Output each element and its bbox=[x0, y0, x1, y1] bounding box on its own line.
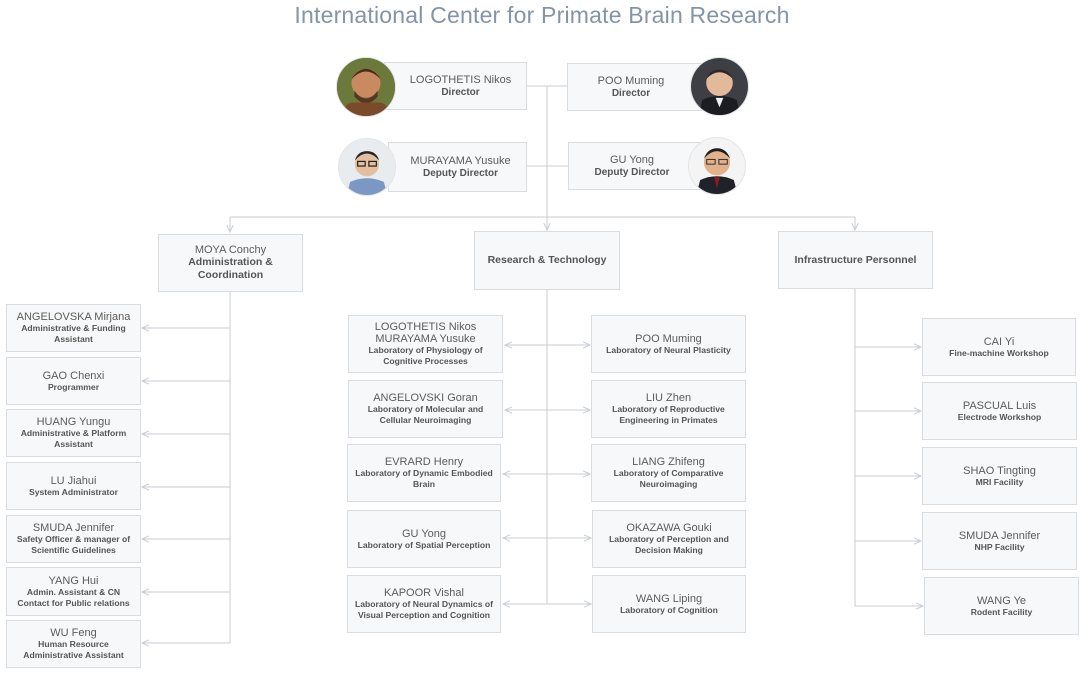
person-photo-icon bbox=[336, 57, 396, 117]
admin-card-1[interactable]: GAO Chenxi Programmer bbox=[6, 357, 141, 405]
person-name: POO Muming bbox=[635, 332, 702, 345]
person-role: Admin. Assistant & CN Contact for Public… bbox=[17, 586, 130, 608]
lab-title: Laboratory of Cognition bbox=[620, 604, 718, 615]
admin-card-2[interactable]: HUANG Yungu Administrative & Platform As… bbox=[6, 409, 141, 457]
person-photo-icon bbox=[690, 57, 749, 116]
facility-title: Electrode Workshop bbox=[957, 411, 1042, 422]
person-photo-icon bbox=[688, 137, 746, 195]
admin-card-3[interactable]: LU Jiahui System Administrator bbox=[6, 462, 141, 510]
person-name: MURAYAMA Yusuke bbox=[410, 154, 511, 167]
page-title: International Center for Primate Brain R… bbox=[294, 2, 790, 28]
connector-directors bbox=[526, 85, 568, 217]
lab-title: Laboratory of Physiology of Cognitive Pr… bbox=[368, 345, 483, 366]
person-name: LIU Zhen bbox=[645, 392, 692, 404]
person-name: SMUDA Jennifer bbox=[32, 522, 115, 534]
section-infrastructure[interactable]: Infrastructure Personnel bbox=[778, 231, 933, 289]
person-name: GU Yong bbox=[401, 527, 447, 540]
infra-card-3[interactable]: SMUDA Jennifer NHP Facility bbox=[922, 512, 1077, 570]
section-title: Administration & Coordination bbox=[188, 256, 273, 281]
person-role: Director bbox=[441, 86, 480, 98]
person-name: CAI Yi bbox=[983, 335, 1015, 348]
person-photo-icon bbox=[338, 138, 396, 196]
lab-card-left-2[interactable]: EVRARD Henry Laboratory of Dynamic Embod… bbox=[347, 444, 501, 502]
person-name: PASCUAL Luis bbox=[962, 399, 1037, 412]
section-title: Research & Technology bbox=[487, 254, 607, 266]
person-name: SHAO Tingting bbox=[963, 464, 1036, 477]
facility-title: NHP Facility bbox=[974, 541, 1025, 552]
person-role: Programmer bbox=[47, 381, 100, 392]
director-card-logothetis[interactable]: LOGOTHETIS Nikos Director bbox=[384, 62, 527, 110]
person-name: POO Muming bbox=[597, 74, 665, 87]
lab-title: Laboratory of Neural Dynamics of Visual … bbox=[354, 599, 493, 620]
person-name: LOGOTHETIS Nikos MURAYAMA Yusuke bbox=[374, 321, 477, 345]
person-role: Safety Officer & manager of Scientific G… bbox=[16, 534, 131, 555]
section-research-technology[interactable]: Research & Technology bbox=[474, 231, 620, 290]
person-name: GU Yong bbox=[609, 153, 655, 166]
section-administration[interactable]: MOYA Conchy Administration & Coordinatio… bbox=[158, 234, 303, 292]
lab-title: Laboratory of Spatial Perception bbox=[357, 539, 491, 550]
deputy-director-card-gu[interactable]: GU Yong Deputy Director bbox=[568, 142, 708, 190]
person-name: LIANG Zhifeng bbox=[632, 456, 705, 468]
admin-card-0[interactable]: ANGELOVSKA Mirjana Administrative & Fund… bbox=[6, 304, 141, 352]
infra-card-1[interactable]: PASCUAL Luis Electrode Workshop bbox=[922, 382, 1077, 440]
facility-title: Rodent Facility bbox=[970, 606, 1033, 617]
director-card-poo[interactable]: POO Muming Director bbox=[567, 63, 711, 111]
facility-title: MRI Facility bbox=[975, 476, 1024, 487]
person-role: Human Resource Administrative Assistant bbox=[23, 639, 124, 660]
lab-card-left-3[interactable]: GU Yong Laboratory of Spatial Perception bbox=[347, 510, 501, 568]
person-name: KAPOOR Vishal bbox=[384, 587, 464, 599]
admin-card-4[interactable]: SMUDA Jennifer Safety Officer & manager … bbox=[6, 515, 141, 563]
infra-card-0[interactable]: CAI Yi Fine-machine Workshop bbox=[922, 318, 1076, 376]
person-name: LU Jiahui bbox=[50, 474, 97, 487]
lab-title: Laboratory of Neural Plasticity bbox=[606, 344, 731, 355]
person-name: OKAZAWA Gouki bbox=[626, 522, 712, 534]
lab-card-right-2[interactable]: LIANG Zhifeng Laboratory of Comparative … bbox=[591, 444, 746, 502]
person-name: GAO Chenxi bbox=[42, 369, 105, 382]
person-name: WU Feng bbox=[50, 627, 97, 639]
admin-card-6[interactable]: WU Feng Human Resource Administrative As… bbox=[6, 620, 141, 668]
person-name: WANG Ye bbox=[976, 594, 1027, 607]
lab-card-left-1[interactable]: ANGELOVSKI Goran Laboratory of Molecular… bbox=[348, 380, 503, 438]
section-head-name: MOYA Conchy bbox=[194, 244, 267, 256]
person-name: ANGELOVSKA Mirjana bbox=[16, 311, 131, 323]
lab-title: Laboratory of Perception and Decision Ma… bbox=[609, 534, 729, 555]
person-name: EVRARD Henry bbox=[384, 456, 464, 468]
infra-card-4[interactable]: WANG Ye Rodent Facility bbox=[924, 577, 1079, 635]
person-name: LOGOTHETIS Nikos bbox=[409, 73, 512, 86]
person-name: WANG Liping bbox=[635, 592, 703, 605]
lab-title: Laboratory of Dynamic Embodied Brain bbox=[355, 468, 493, 489]
lab-card-left-0[interactable]: LOGOTHETIS Nikos MURAYAMA Yusuke Laborat… bbox=[348, 315, 503, 373]
section-title: Infrastructure Personnel bbox=[794, 253, 917, 266]
lab-card-right-3[interactable]: OKAZAWA Gouki Laboratory of Perception a… bbox=[592, 510, 746, 568]
lab-card-right-1[interactable]: LIU Zhen Laboratory of Reproductive Engi… bbox=[591, 380, 746, 438]
person-name: HUANG Yungu bbox=[36, 416, 111, 428]
person-role: Administrative & Funding Assistant bbox=[21, 323, 126, 344]
lab-title: Laboratory of Reproductive Engineering i… bbox=[612, 404, 725, 425]
deputy-director-card-murayama[interactable]: MURAYAMA Yusuke Deputy Director bbox=[388, 142, 527, 192]
admin-card-5[interactable]: YANG Hui Admin. Assistant & CN Contact f… bbox=[6, 567, 141, 616]
person-role: System Administrator bbox=[29, 486, 118, 497]
lab-card-left-4[interactable]: KAPOOR Vishal Laboratory of Neural Dynam… bbox=[347, 575, 501, 633]
person-role: Deputy Director bbox=[594, 166, 670, 178]
infra-card-2[interactable]: SHAO Tingting MRI Facility bbox=[922, 447, 1077, 505]
facility-title: Fine-machine Workshop bbox=[949, 347, 1049, 358]
person-name: SMUDA Jennifer bbox=[958, 529, 1041, 542]
person-name: ANGELOVSKI Goran bbox=[373, 392, 478, 404]
lab-card-right-0[interactable]: POO Muming Laboratory of Neural Plastici… bbox=[591, 315, 746, 373]
lab-title: Laboratory of Molecular and Cellular Neu… bbox=[367, 404, 484, 425]
person-role: Deputy Director bbox=[422, 167, 498, 179]
person-role: Administrative & Platform Assistant bbox=[20, 428, 127, 449]
person-name: YANG Hui bbox=[48, 574, 99, 587]
lab-title: Laboratory of Comparative Neuroimaging bbox=[613, 468, 724, 489]
lab-card-right-4[interactable]: WANG Liping Laboratory of Cognition bbox=[592, 575, 746, 633]
person-role: Director bbox=[611, 87, 651, 99]
